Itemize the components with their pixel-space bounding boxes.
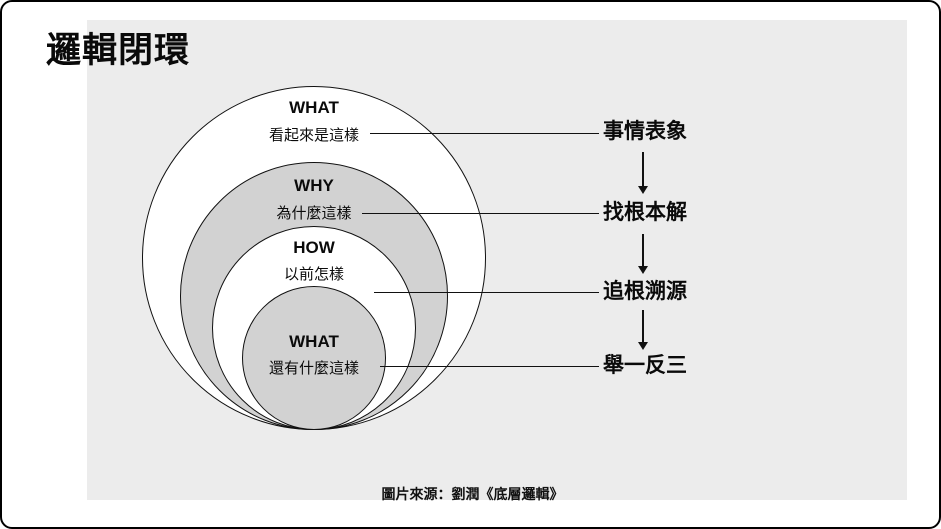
ring-why-title: WHY [294,176,334,195]
ring-what-inner [242,286,386,430]
down-arrow-2 [642,234,644,266]
down-arrow-2-head [638,266,648,274]
connector-line-2 [362,213,599,214]
annotation-extrapolate: 舉一反三 [603,354,687,377]
ring-why-subtitle: 為什麼這樣 [276,205,352,222]
annotation-surface: 事情表象 [603,120,687,143]
ring-outer-subtitle: 看起來是這樣 [268,127,359,144]
ring-how-title: HOW [293,238,335,257]
annotation-root-solution: 找根本解 [603,201,687,224]
down-arrow-3 [642,310,644,342]
ring-inner-title: WHAT [289,332,339,351]
down-arrow-1-head [638,186,648,194]
page-title: 邏輯閉環 [46,31,191,70]
ring-outer-title: WHAT [289,98,339,117]
down-arrow-1 [642,152,644,186]
ring-how-subtitle: 以前怎樣 [283,266,344,283]
ring-inner-subtitle: 還有什麼這樣 [268,360,359,377]
connector-line-3 [374,292,599,293]
annotation-trace-origin: 追根溯源 [603,280,687,303]
connector-line-1 [370,133,599,134]
source-caption: 圖片來源：劉潤《底層邏輯》 [381,486,564,502]
connector-line-4 [380,366,599,367]
down-arrow-3-head [638,342,648,350]
